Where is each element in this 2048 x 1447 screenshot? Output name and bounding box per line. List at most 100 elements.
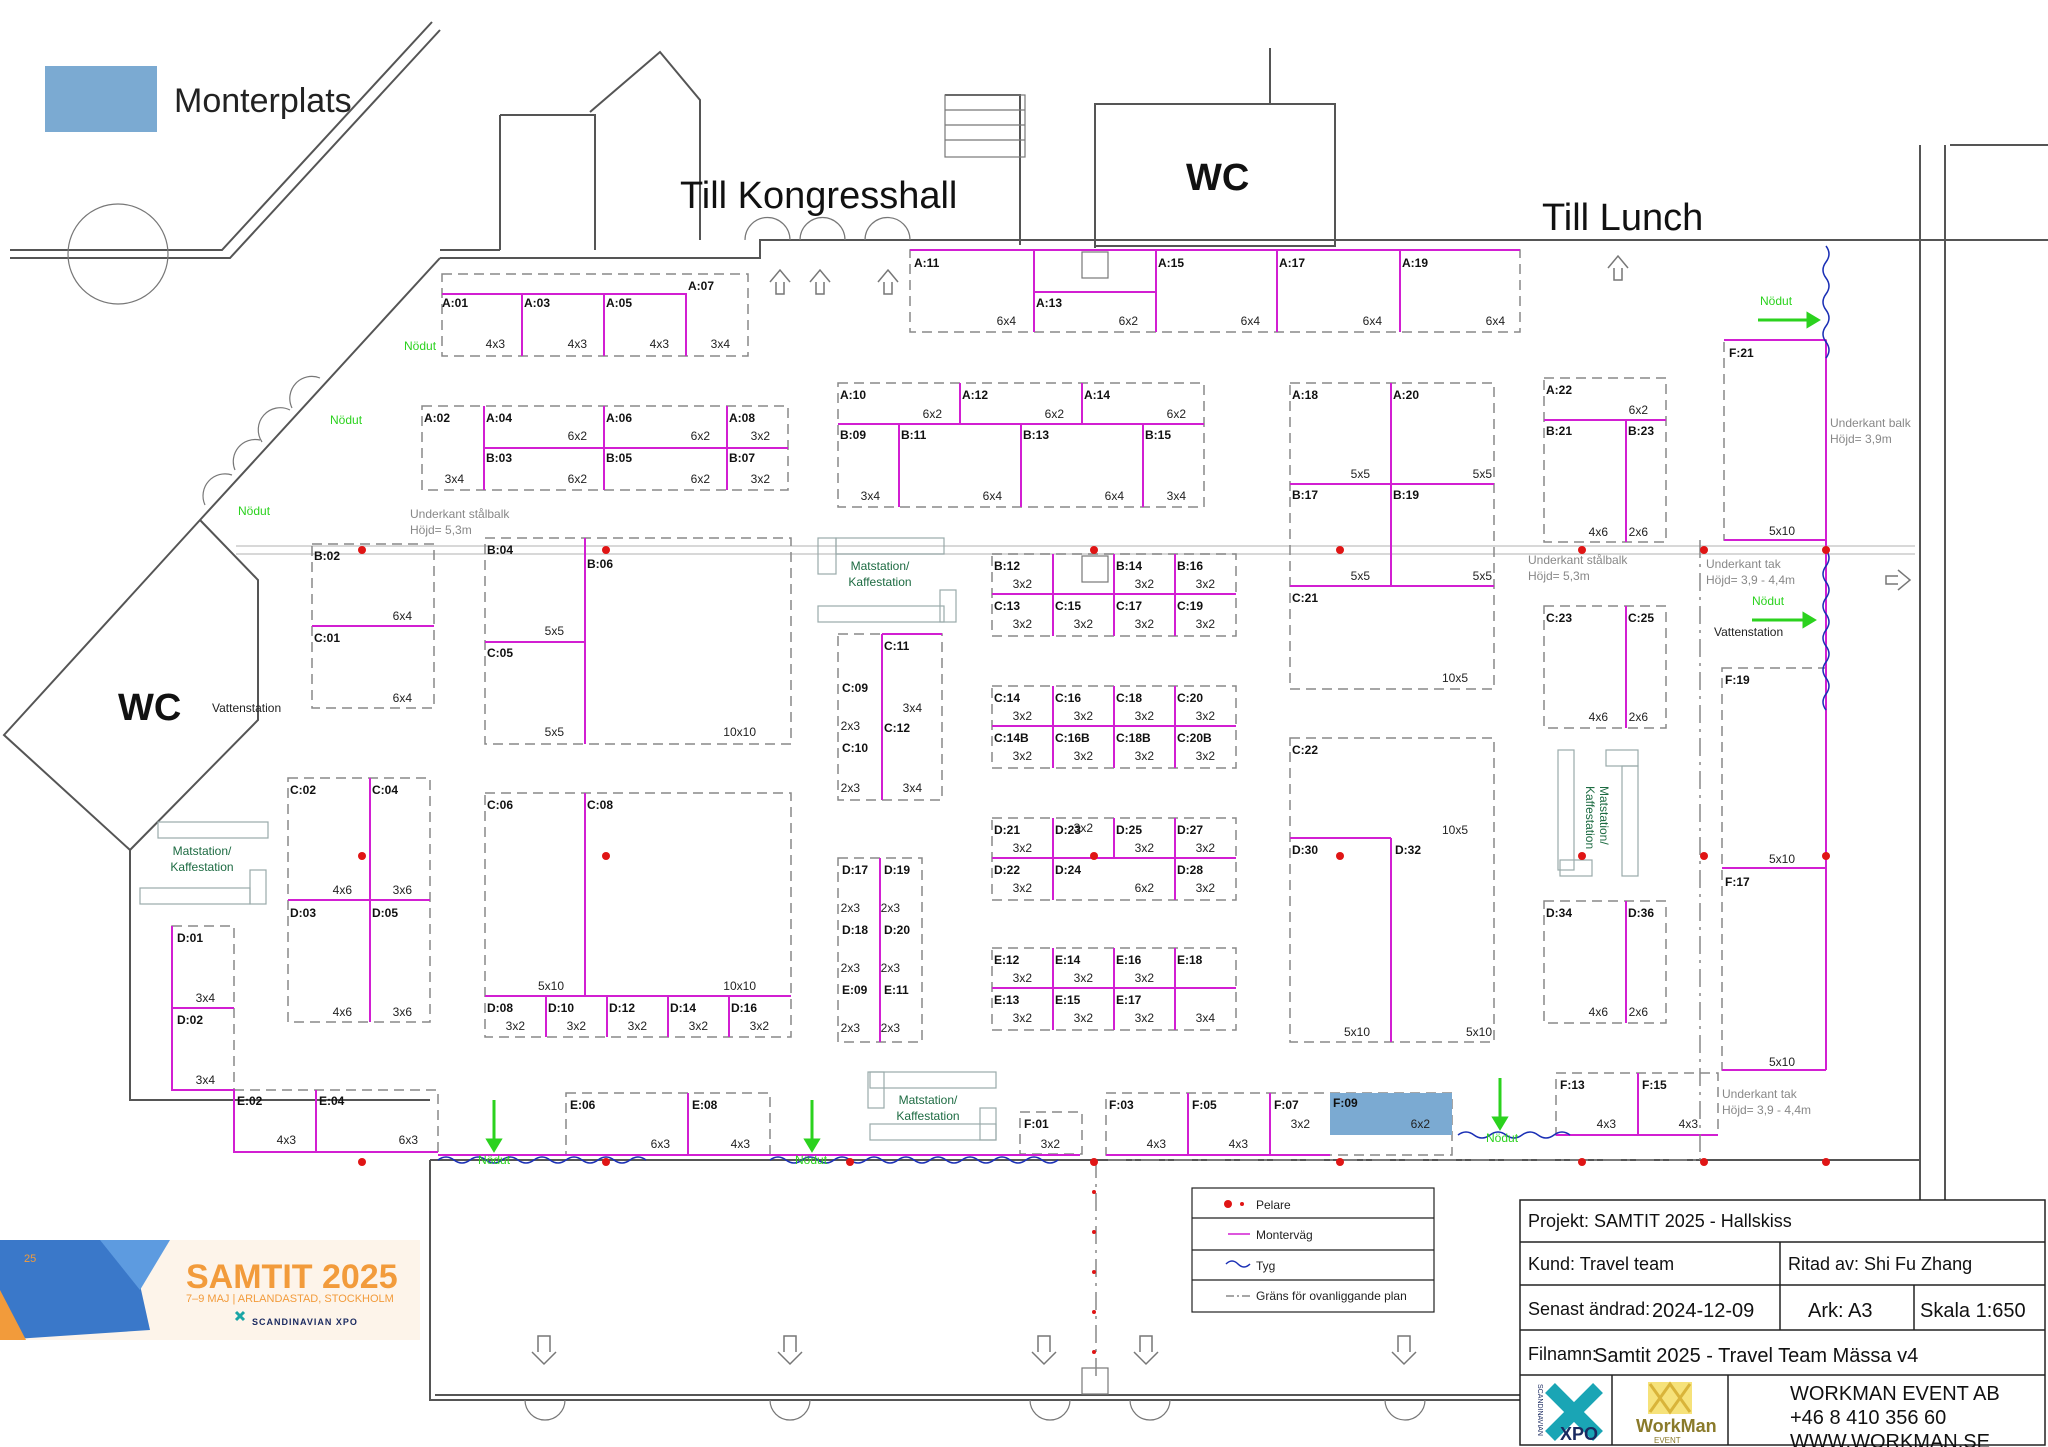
booth-label-9: B:05 xyxy=(606,451,632,465)
event-logo: 25 SAMTIT 2025 7–9 MAJ | ARLANDASTAD, ST… xyxy=(0,1240,420,1340)
booth-size-90: 3x2 xyxy=(1135,971,1155,985)
booth-label-42: C:21 xyxy=(1292,591,1318,605)
booth-label-81: D:08 xyxy=(487,1001,513,1015)
booth-label-53: C:14B xyxy=(994,731,1029,745)
tb-logo-event: EVENT xyxy=(1654,1436,1681,1445)
booth-size-60: 4x6 xyxy=(333,1005,353,1019)
booth-size-44: 2x6 xyxy=(1629,710,1649,724)
booth-size-87: 3x2 xyxy=(750,1019,770,1033)
booth-label-5: A:04 xyxy=(486,411,512,425)
event-logo-title: SAMTIT 2025 xyxy=(186,1258,398,1296)
booth-label-26: B:19 xyxy=(1393,488,1419,502)
booth-label-64: C:06 xyxy=(487,798,513,812)
booth-label-60: C:02 xyxy=(290,783,316,797)
booth-size-65: 3x2 xyxy=(1074,821,1094,835)
booth-size-2: 4x3 xyxy=(650,337,670,351)
booth-size-12: 6x2 xyxy=(1119,314,1139,328)
entry-arrows xyxy=(531,254,1912,1366)
booth-label-79: D:01 xyxy=(177,931,203,945)
event-logo-subtitle: 7–9 MAJ | ARLANDASTAD, STOCKHOLM xyxy=(186,1293,394,1305)
station-label-3: Kaffestation xyxy=(170,860,233,874)
booth-label-16: A:10 xyxy=(840,388,866,402)
booth-size-33: 5x5 xyxy=(545,725,565,739)
nodut-label-5: Nödut xyxy=(478,1153,511,1167)
booth-size-28: 4x6 xyxy=(1589,525,1609,539)
booth-label-63: D:05 xyxy=(372,906,398,920)
booth-label-99: F:01 xyxy=(1024,1117,1049,1131)
booth-label-48: C:10 xyxy=(842,741,868,755)
booth-label-91: E:15 xyxy=(1055,993,1081,1007)
booth-walls xyxy=(171,249,1827,1156)
booth-size-84: 3x2 xyxy=(567,1019,587,1033)
booth-label-31: C:01 xyxy=(314,631,340,645)
booth-label-13: A:15 xyxy=(1158,256,1184,270)
booth-size-50: 3x2 xyxy=(1074,709,1094,723)
booth-size-108: 5x10 xyxy=(1769,1055,1795,1069)
booth-label-2: A:05 xyxy=(606,296,632,310)
booth-f09-highlight xyxy=(1330,1093,1452,1135)
vertical-station-label: Matstation/ Kaffestation xyxy=(1583,786,1611,849)
booth-size-13: 6x4 xyxy=(1241,314,1261,328)
booth-size-22: 3x4 xyxy=(1167,489,1187,503)
booth-size-83: 3x2 xyxy=(506,1019,526,1033)
booth-label-78: D:36 xyxy=(1628,906,1654,920)
booth-size-76: 2x3 xyxy=(881,1021,901,1035)
tb-logo-workman: WorkMan xyxy=(1636,1416,1717,1436)
booth-label-66: D:21 xyxy=(994,823,1020,837)
booth-size-9: 6x2 xyxy=(691,472,711,486)
booth-size-31: 6x4 xyxy=(393,691,413,705)
booth-label-100: F:03 xyxy=(1109,1098,1134,1112)
booth-label-107: F:17 xyxy=(1725,875,1750,889)
booth-size-1: 4x3 xyxy=(568,337,588,351)
tb-company: WORKMAN EVENT AB xyxy=(1790,1383,2000,1405)
svg-text:Kaffestation: Kaffestation xyxy=(1583,786,1597,849)
booth-size-69: 6x2 xyxy=(1135,881,1155,895)
booth-size-61: 3x6 xyxy=(393,1005,413,1019)
monterplats-swatch xyxy=(45,66,157,132)
monterplats-label: Monterplats xyxy=(174,82,352,120)
tb-phone: +46 8 410 356 60 xyxy=(1790,1407,1946,1429)
booth-size-0: 4x3 xyxy=(486,337,506,351)
booth-size-43: 4x6 xyxy=(1589,710,1609,724)
booth-size-32: 5x5 xyxy=(545,624,565,638)
height-label-1: Höjd= 5,3m xyxy=(410,523,472,537)
booth-size-74: 2x3 xyxy=(881,961,901,975)
booth-label-33: B:06 xyxy=(587,557,613,571)
booth-label-76: D:20 xyxy=(884,923,910,937)
booth-label-1: A:03 xyxy=(524,296,550,310)
booth-label-89: E:18 xyxy=(1177,953,1203,967)
booth-size-91: 3x2 xyxy=(1013,1011,1033,1025)
booth-size-100: 4x3 xyxy=(1147,1137,1167,1151)
booth-label-10: B:07 xyxy=(729,451,755,465)
tb-filnamn-value: Samtit 2025 - Travel Team Mässa v4 xyxy=(1594,1345,1918,1367)
booth-label-f09: F:09 xyxy=(1333,1096,1358,1110)
booth-label-55: C:18B xyxy=(1116,731,1151,745)
booth-label-85: D:16 xyxy=(731,1001,757,1015)
booth-label-0: A:01 xyxy=(442,296,468,310)
pillars xyxy=(358,546,1830,1354)
booth-label-90: E:13 xyxy=(994,993,1020,1007)
booth-size-71: 2x3 xyxy=(841,901,861,915)
booth-size-62: 5x10 xyxy=(538,979,564,993)
booth-label-96: E:04 xyxy=(319,1094,345,1108)
booth-size-46: 2x3 xyxy=(841,719,861,733)
counters xyxy=(139,537,1639,1141)
booth-label-54: C:16B xyxy=(1055,731,1090,745)
booth-size-106: 5x10 xyxy=(1769,524,1795,538)
booth-size-19: 3x4 xyxy=(861,489,881,503)
booth-size-70: 3x2 xyxy=(1196,881,1216,895)
booth-size-86: 3x2 xyxy=(689,1019,709,1033)
booth-size-72: 2x3 xyxy=(881,901,901,915)
booth-label-62: D:03 xyxy=(290,906,316,920)
booth-size-21: 6x4 xyxy=(1105,489,1125,503)
booth-size-51: 3x2 xyxy=(1135,709,1155,723)
height-label-3: Höjd= 5,3m xyxy=(1528,569,1590,583)
booth-label-6: A:06 xyxy=(606,411,632,425)
booth-size-4: 6x2 xyxy=(568,429,588,443)
booth-size-81: 3x4 xyxy=(196,991,216,1005)
booth-label-73: D:17 xyxy=(842,863,868,877)
booth-label-14: A:17 xyxy=(1279,256,1305,270)
nodut-label-0: Nödut xyxy=(404,339,437,353)
